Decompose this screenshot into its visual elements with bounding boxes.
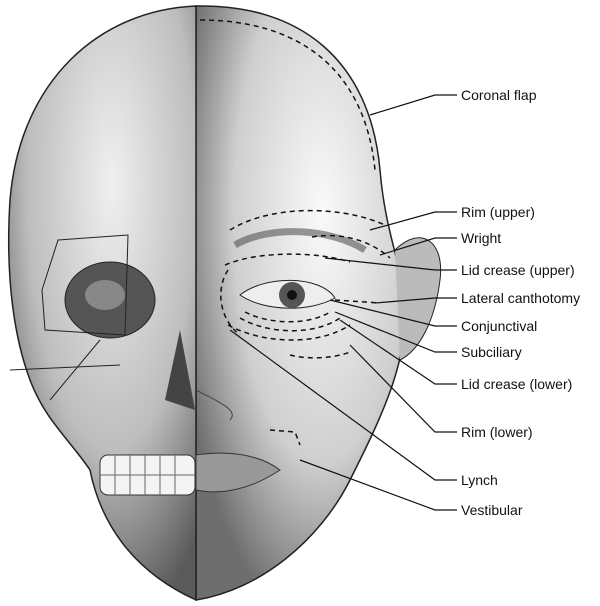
lips	[195, 452, 281, 493]
label-conjunctival: Conjunctival	[461, 318, 538, 334]
label-lid-crease-upper: Lid crease (upper)	[461, 262, 575, 278]
label-rim-upper: Rim (upper)	[461, 204, 535, 220]
label-lynch: Lynch	[461, 472, 498, 488]
eyebrow	[233, 228, 367, 253]
label-vestibular: Vestibular	[461, 502, 523, 518]
label-coronal-flap: Coronal flap	[461, 87, 537, 103]
label-lateral-canthotomy: Lateral canthotomy	[461, 290, 581, 306]
label-wright: Wright	[461, 230, 502, 246]
label-rim-lower: Rim (lower)	[461, 424, 533, 440]
label-subciliary: Subciliary	[461, 344, 522, 360]
label-lid-crease-lower: Lid crease (lower)	[461, 376, 573, 392]
